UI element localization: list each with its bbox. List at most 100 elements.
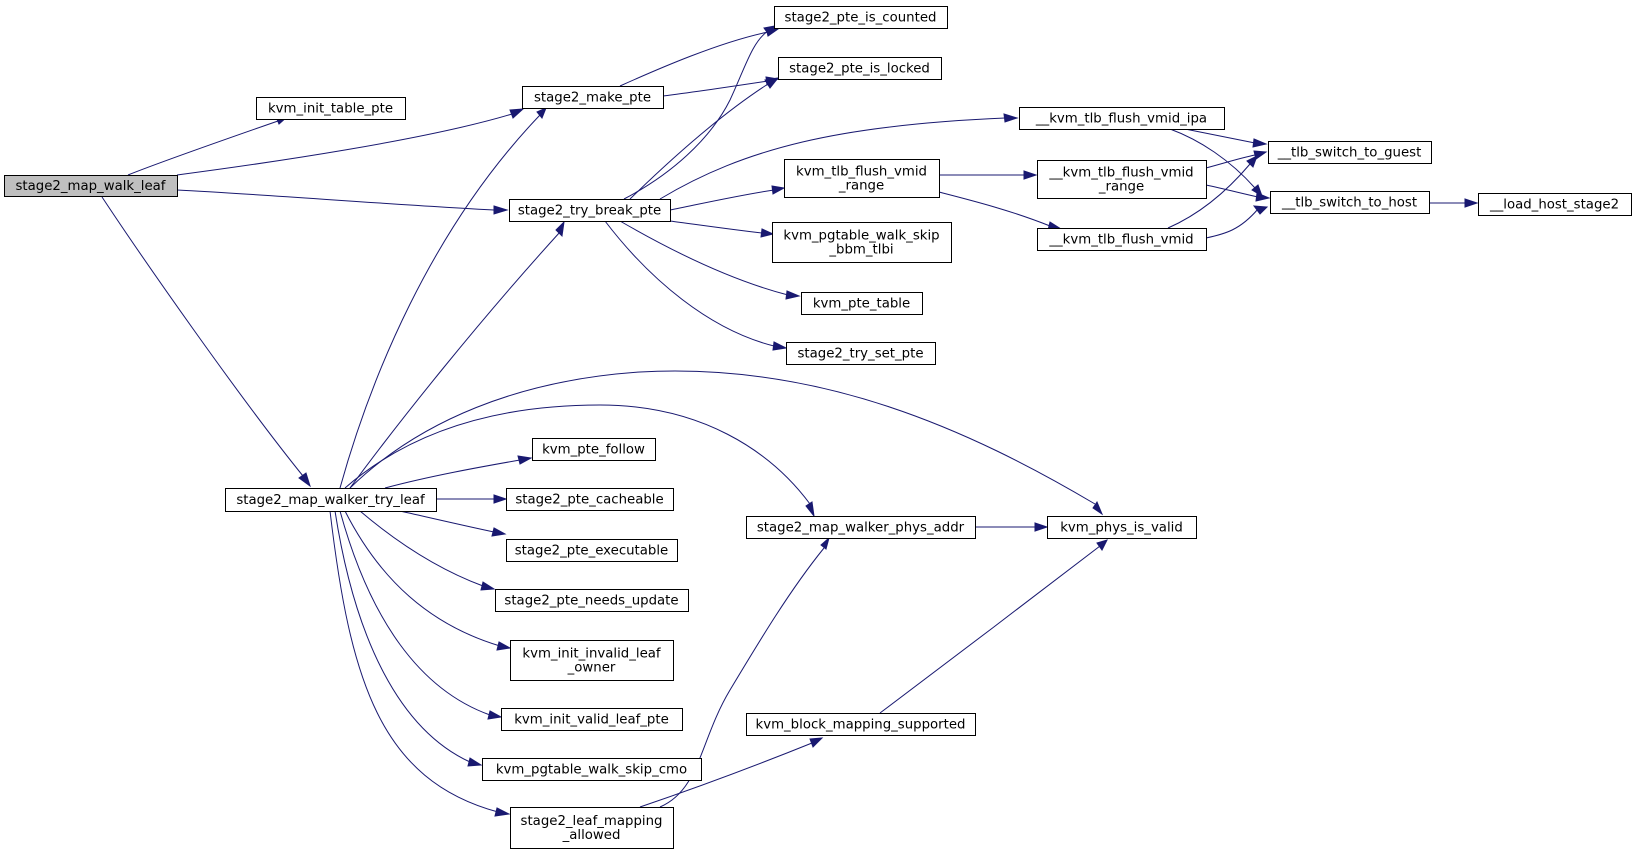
node-box (1268, 141, 1432, 164)
node-tlb-switch-to-host[interactable]: __tlb_switch_to_host (1270, 191, 1430, 214)
node-stage2-pte-is-locked[interactable]: stage2_pte_is_locked (778, 57, 942, 80)
node-box (501, 708, 683, 731)
node-label: kvm_tlb_flush_vmid (796, 165, 927, 180)
node-box (495, 589, 689, 612)
node-stage2-leaf-mapping-allowed[interactable]: stage2_leaf_mapping_allowed (510, 807, 674, 849)
arrow-head-icon (509, 108, 525, 119)
arrow-head-icon (820, 536, 830, 550)
node-kvm-init-valid-leaf-pte[interactable]: kvm_init_valid_leaf_pte (501, 708, 683, 731)
node-label: stage2_make_pte (534, 91, 651, 106)
arrow-head-icon (1255, 192, 1271, 202)
edge-line (349, 370, 1096, 505)
node-stage2-map-walk-leaf[interactable]: stage2_map_walk_leaf (4, 175, 178, 197)
edge-line (604, 220, 775, 347)
node-stage2-map-walker-try-leaf[interactable]: stage2_map_walker_try_leaf (225, 488, 437, 512)
arrow-head-icon (517, 455, 533, 465)
edge-n5-to-n3 (623, 25, 777, 200)
node-label: stage2_pte_is_counted (785, 11, 937, 26)
node-box (510, 807, 674, 849)
node-stage2-map-walker-phys-addr[interactable]: stage2_map_walker_phys_addr (746, 516, 976, 539)
arrow-head-icon (555, 220, 565, 238)
node-box (510, 640, 674, 681)
node-kvm-pte-follow[interactable]: kvm_pte_follow (532, 438, 656, 461)
node-box (1270, 191, 1430, 214)
node-box (772, 222, 952, 263)
edge-n16-to-n17 (384, 455, 533, 489)
node-label: __tlb_switch_to_host (1281, 196, 1417, 211)
arrow-head-icon (467, 757, 483, 767)
edge-line (669, 189, 775, 211)
node-box (778, 57, 942, 80)
edge-n24-to-n25 (659, 536, 830, 808)
edge-line (662, 80, 769, 97)
node-kvm-tlb-flush-vmid-ipa[interactable]: __kvm_tlb_flush_vmid_ipa (1019, 107, 1225, 130)
edge-n2-to-n4 (662, 76, 780, 97)
node-tlb-switch-to-guest[interactable]: __tlb_switch_to_guest (1268, 141, 1432, 164)
node-box (1019, 107, 1225, 130)
edge-line (659, 547, 825, 808)
arrow-head-icon (763, 25, 777, 36)
node-stage2-try-break-pte[interactable]: stage2_try_break_pte (509, 199, 671, 222)
node-label: _owner (567, 661, 616, 676)
edge-n16-to-n20 (359, 510, 496, 591)
edge-line (629, 83, 769, 200)
node-stage2-pte-is-counted[interactable]: stage2_pte_is_counted (774, 6, 948, 29)
node-kvm-tlb-flush-vmid[interactable]: __kvm_tlb_flush_vmid (1037, 228, 1207, 251)
node-label: __tlb_switch_to_guest (1277, 146, 1422, 161)
edge-n16-to-n25 (344, 404, 815, 518)
edge-n16-to-n24 (329, 510, 511, 817)
edge-line (1169, 128, 1256, 189)
node-label: stage2_map_walker_try_leaf (236, 493, 425, 508)
edge-line (938, 191, 1051, 227)
node-kvm-pgtable-walk-skip-bbm-tlbi[interactable]: kvm_pgtable_walk_skip_bbm_tlbi (772, 222, 952, 263)
node-label: stage2_pte_is_locked (789, 62, 930, 77)
arrow-head-icon (298, 472, 311, 488)
edge-line (1205, 208, 1259, 239)
node-box (532, 438, 656, 461)
node-kvm-tlb-flush-vmid-range[interactable]: __kvm_tlb_flush_vmid_range (1037, 160, 1207, 199)
edge-n16-to-n22 (339, 510, 503, 720)
edge-line (1205, 154, 1256, 169)
edge-line (879, 545, 1101, 714)
edge-n24-to-n27 (639, 737, 824, 808)
node-kvm-pgtable-walk-skip-cmo[interactable]: kvm_pgtable_walk_skip_cmo (482, 758, 702, 781)
node-label: kvm_pgtable_walk_skip (783, 229, 939, 244)
node-kvm-phys-is-valid[interactable]: kvm_phys_is_valid (1047, 516, 1197, 539)
node-kvm-pte-table[interactable]: kvm_pte_table (801, 292, 923, 315)
edge-line (1184, 128, 1256, 144)
arrow-head-icon (809, 737, 824, 748)
node-box (506, 539, 678, 562)
node-label: _allowed (562, 828, 621, 843)
node-kvm-init-table-pte[interactable]: kvm_init_table_pte (256, 97, 406, 120)
node-kvm-init-invalid-leaf-owner[interactable]: kvm_init_invalid_leaf_owner (510, 640, 674, 681)
node-box (509, 199, 671, 222)
node-box (506, 488, 674, 511)
node-box (225, 488, 437, 512)
edge-n16-to-n2 (339, 107, 547, 489)
arrow-head-icon (493, 494, 508, 504)
edge-n16-to-n18 (436, 494, 508, 504)
arrow-head-icon (772, 341, 788, 351)
node-box (786, 342, 936, 365)
edge-line (334, 510, 471, 763)
edge-line (619, 31, 769, 87)
node-box (522, 86, 664, 109)
node-stage2-make-pte[interactable]: stage2_make_pte (522, 86, 664, 109)
node-kvm-tlb-flush-vmid-range[interactable]: kvm_tlb_flush_vmid_range (784, 159, 940, 198)
node-kvm-block-mapping-supported[interactable]: kvm_block_mapping_supported (746, 713, 976, 736)
arrow-head-icon (1464, 198, 1479, 208)
edge-n25-to-n26 (975, 522, 1049, 532)
node-stage2-pte-cacheable[interactable]: stage2_pte_cacheable (506, 488, 674, 511)
arrow-head-icon (785, 290, 801, 300)
node-load-host-stage2[interactable]: __load_host_stage2 (1478, 193, 1632, 216)
edge-n12-to-n8 (1205, 205, 1269, 239)
node-box (774, 6, 948, 29)
arrow-head-icon (491, 527, 507, 537)
node-label: __kvm_tlb_flush_vmid (1048, 233, 1193, 248)
edge-n0-to-n16 (101, 196, 311, 488)
node-stage2-try-set-pte[interactable]: stage2_try_set_pte (786, 342, 936, 365)
arrow-head-icon (771, 185, 786, 195)
node-stage2-pte-needs-update[interactable]: stage2_pte_needs_update (495, 589, 689, 612)
node-stage2-pte-executable[interactable]: stage2_pte_executable (506, 539, 678, 562)
edge-line (659, 117, 1006, 200)
